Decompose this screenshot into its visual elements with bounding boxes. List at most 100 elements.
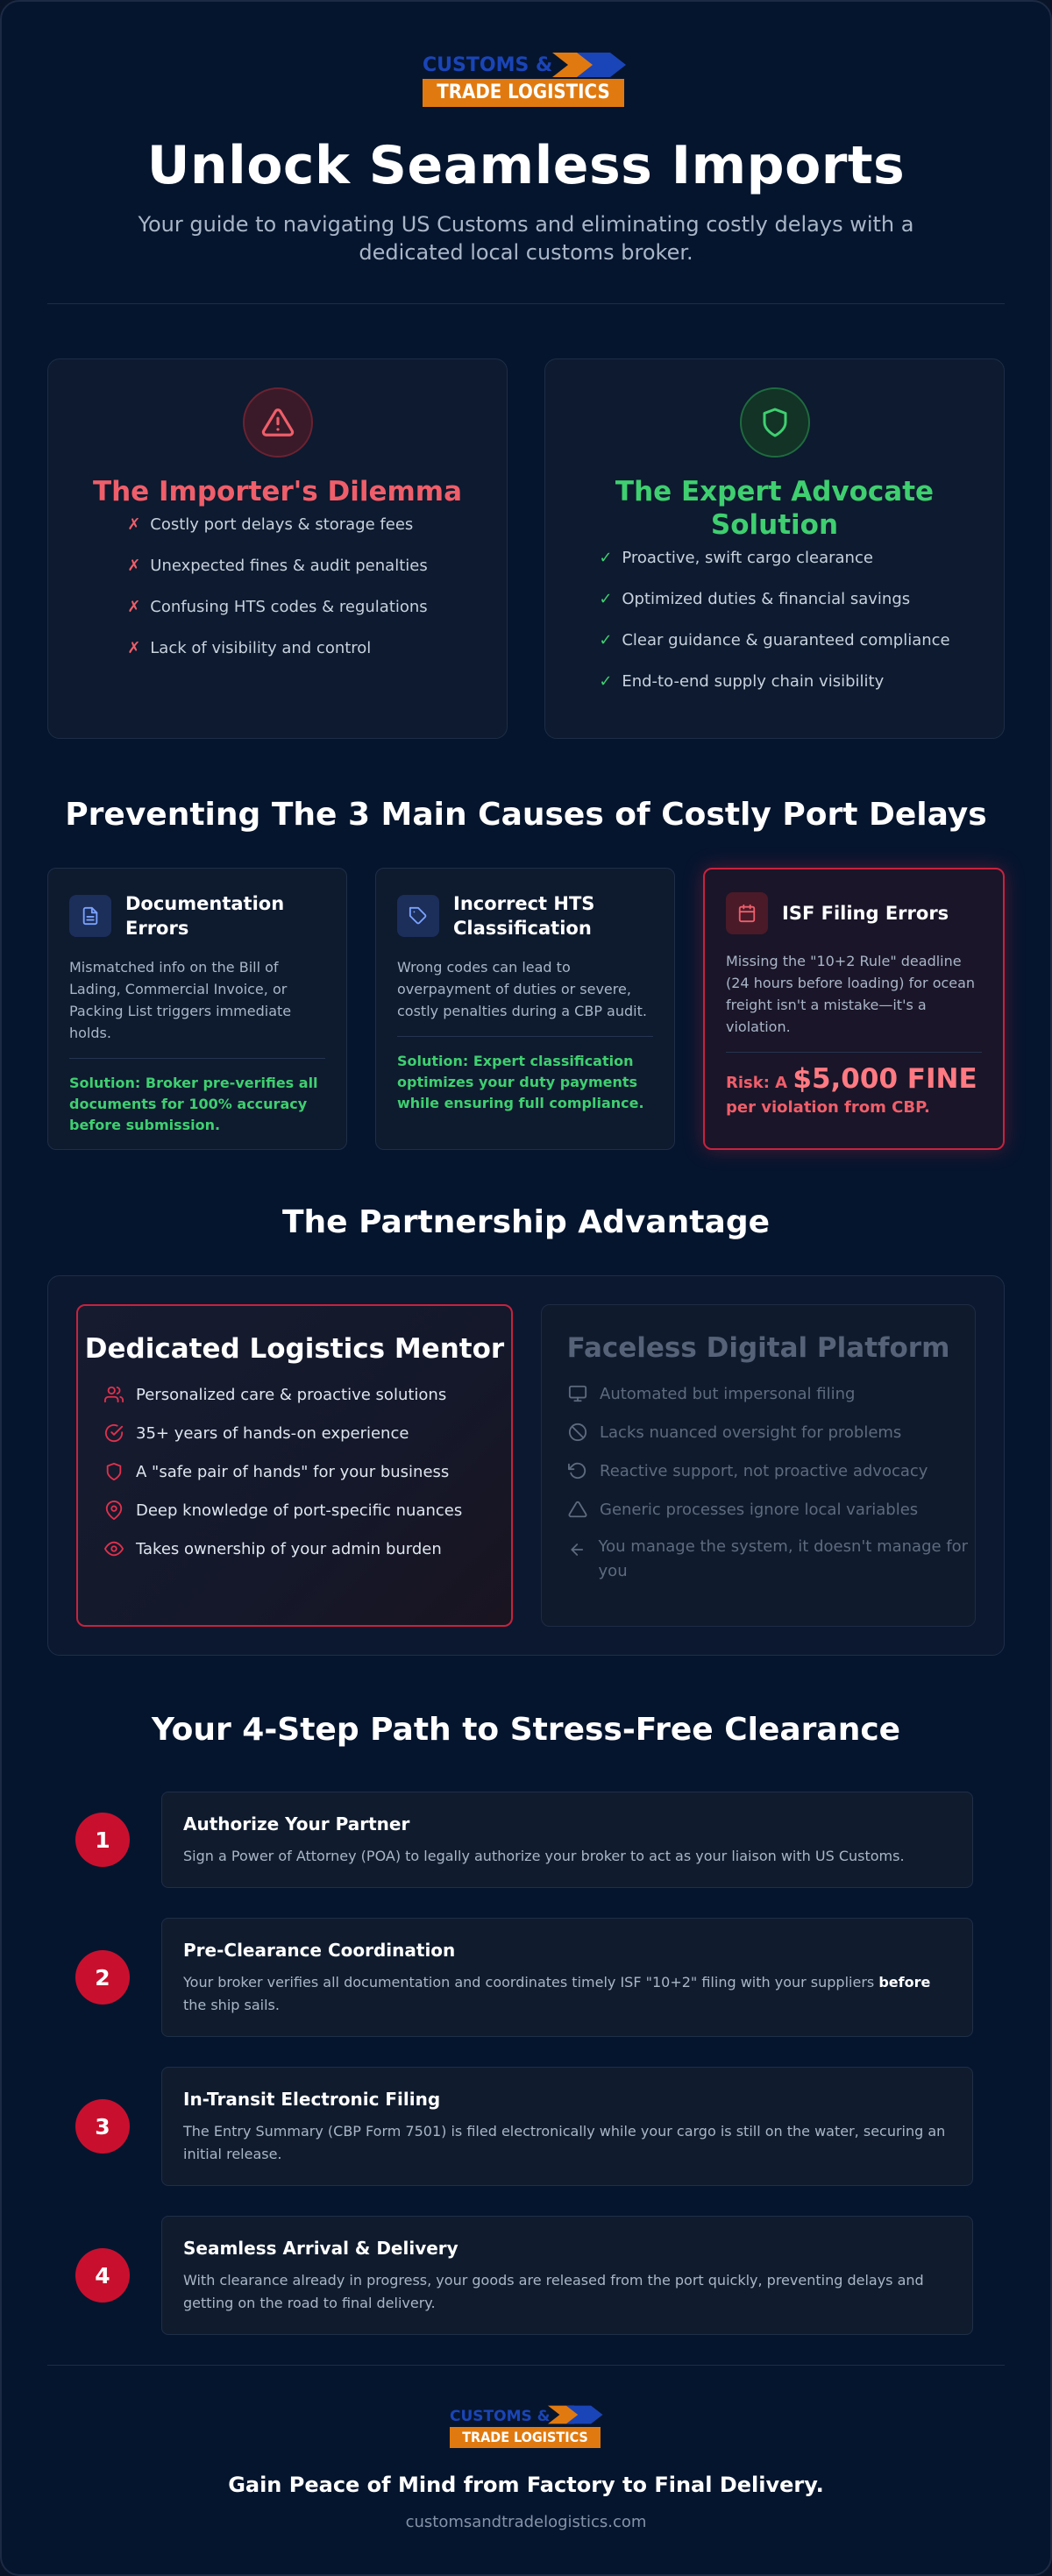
dilemma-card: The Importer's Dilemma ✗Costly port dela… bbox=[47, 358, 508, 739]
list-item: Deep knowledge of port-specific nuances bbox=[104, 1501, 511, 1520]
list-item: ✗Unexpected fines & audit penalties bbox=[127, 557, 428, 575]
monitor-icon bbox=[568, 1385, 587, 1402]
solution-title: The Expert Advocate Solution bbox=[615, 476, 935, 541]
x-icon: ✗ bbox=[127, 557, 141, 575]
cause-name: Incorrect HTS Classification bbox=[453, 893, 595, 939]
badge-check-icon bbox=[104, 1423, 124, 1443]
list-item: ✓Optimized duties & financial savings bbox=[599, 590, 911, 608]
step-number: 4 bbox=[75, 2248, 130, 2303]
cause-card-isf: ISF Filing Errors Missing the "10+2 Rule… bbox=[703, 868, 1005, 1150]
step-title: In-Transit Electronic Filing bbox=[183, 2089, 441, 2110]
step-2: 2 Pre-Clearance Coordination Your broker… bbox=[75, 1918, 973, 2037]
cause-description: Missing the "10+2 Rule" deadline (24 hou… bbox=[726, 953, 976, 1035]
cause-card-documentation: Documentation Errors Mismatched info on … bbox=[47, 868, 347, 1150]
step-card: Pre-Clearance Coordination Your broker v… bbox=[161, 1918, 973, 2037]
fine-amount: $5,000 FINE bbox=[793, 1063, 977, 1095]
solution-card: The Expert Advocate Solution ✓Proactive,… bbox=[544, 358, 1005, 739]
step-number: 1 bbox=[75, 1813, 130, 1867]
cause-name: Documentation Errors bbox=[125, 893, 285, 939]
refresh-icon bbox=[568, 1462, 586, 1480]
step-description: Your broker verifies all documentation a… bbox=[183, 1974, 931, 2013]
steps-title: Your 4-Step Path to Stress-Free Clearanc… bbox=[151, 1712, 901, 1748]
cause-name: ISF Filing Errors bbox=[782, 903, 949, 924]
x-icon: ✗ bbox=[127, 639, 141, 657]
document-icon bbox=[69, 895, 111, 937]
list-item: Generic processes ignore local variables bbox=[568, 1500, 975, 1519]
footer-logo: CUSTOMS & TRADE LOGISTICS bbox=[450, 2404, 603, 2448]
partnership-title: The Partnership Advantage bbox=[281, 1204, 770, 1240]
step-number: 3 bbox=[75, 2099, 130, 2154]
footer-tagline: Gain Peace of Mind from Factory to Final… bbox=[228, 2473, 824, 2497]
check-icon: ✓ bbox=[599, 672, 613, 691]
footer: CUSTOMS & TRADE LOGISTICS Gain Peace of … bbox=[2, 2366, 1050, 2531]
step-description: With clearance already in progress, your… bbox=[183, 2272, 924, 2311]
list-item: ✗Lack of visibility and control bbox=[127, 639, 372, 657]
solution-list: ✓Proactive, swift cargo clearance ✓Optim… bbox=[599, 549, 949, 713]
list-item: Reactive support, not proactive advocacy bbox=[568, 1461, 975, 1480]
step-3: 3 In-Transit Electronic Filing The Entry… bbox=[75, 2067, 973, 2186]
logo-line1: CUSTOMS & bbox=[450, 2408, 551, 2425]
logo-arrows-icon bbox=[552, 53, 626, 77]
mentor-title: Dedicated Logistics Mentor bbox=[84, 1333, 505, 1365]
ban-icon bbox=[568, 1423, 587, 1442]
step-title: Pre-Clearance Coordination bbox=[183, 1940, 456, 1961]
arrow-left-icon bbox=[571, 1543, 584, 1556]
page-subtitle: Your guide to navigating US Customs and … bbox=[138, 212, 914, 265]
causes-section: Documentation Errors Mismatched info on … bbox=[2, 833, 1050, 1150]
step-card: Authorize Your Partner Sign a Power of A… bbox=[161, 1792, 973, 1888]
steps-section: 1 Authorize Your Partner Sign a Power of… bbox=[2, 1748, 1050, 2335]
x-icon: ✗ bbox=[127, 598, 141, 616]
step-title: Authorize Your Partner bbox=[183, 1813, 410, 1834]
list-item: You manage the system, it doesn't manage… bbox=[568, 1535, 975, 1584]
cause-description: Wrong codes can lead to overpayment of d… bbox=[397, 959, 647, 1019]
calendar-icon bbox=[726, 892, 768, 934]
check-icon: ✓ bbox=[599, 549, 613, 567]
list-item: 35+ years of hands-on experience bbox=[104, 1423, 511, 1443]
page-title: Unlock Seamless Imports bbox=[146, 135, 906, 196]
divider bbox=[69, 1058, 325, 1059]
header: CUSTOMS & TRADE LOGISTICS Unlock Seamles… bbox=[2, 2, 1050, 266]
step-number: 2 bbox=[75, 1950, 130, 2005]
partnership-section: Dedicated Logistics Mentor Personalized … bbox=[47, 1275, 1005, 1656]
footer-divider bbox=[47, 2365, 1005, 2366]
alert-triangle-icon bbox=[568, 1501, 587, 1518]
step-4: 4 Seamless Arrival & Delivery With clear… bbox=[75, 2216, 973, 2335]
step-card: In-Transit Electronic Filing The Entry S… bbox=[161, 2067, 973, 2186]
cause-solution: Solution: Broker pre-verifies all docume… bbox=[69, 1075, 318, 1133]
list-item: A "safe pair of hands" for your business bbox=[104, 1462, 511, 1481]
logo-arrows-icon bbox=[548, 2405, 603, 2424]
users-icon bbox=[104, 1386, 124, 1403]
website-link[interactable]: customsandtradelogistics.com bbox=[405, 2513, 647, 2531]
eye-icon bbox=[104, 1541, 124, 1557]
warning-icon bbox=[242, 387, 313, 458]
shield-icon bbox=[106, 1462, 122, 1481]
list-item: Lacks nuanced oversight for problems bbox=[568, 1423, 975, 1442]
divider bbox=[726, 1052, 982, 1053]
list-item: ✗Confusing HTS codes & regulations bbox=[127, 598, 428, 616]
list-item: Personalized care & proactive solutions bbox=[104, 1385, 511, 1404]
step-card: Seamless Arrival & Delivery With clearan… bbox=[161, 2216, 973, 2335]
divider bbox=[397, 1036, 653, 1037]
step-description: The Entry Summary (CBP Form 7501) is fil… bbox=[183, 2123, 946, 2162]
step-title: Seamless Arrival & Delivery bbox=[183, 2238, 458, 2259]
list-item: ✓Clear guidance & guaranteed compliance bbox=[599, 631, 950, 649]
map-pin-icon bbox=[105, 1501, 123, 1520]
logo-line1: CUSTOMS & bbox=[423, 54, 553, 76]
mentor-list: Personalized care & proactive solutions … bbox=[78, 1385, 511, 1558]
header-divider bbox=[47, 303, 1005, 304]
company-logo: CUSTOMS & TRADE LOGISTICS bbox=[423, 49, 629, 109]
list-item: ✓End-to-end supply chain visibility bbox=[599, 672, 885, 691]
cause-description: Mismatched info on the Bill of Lading, C… bbox=[69, 959, 292, 1041]
step-1: 1 Authorize Your Partner Sign a Power of… bbox=[75, 1792, 973, 1888]
mentor-card: Dedicated Logistics Mentor Personalized … bbox=[76, 1304, 513, 1627]
step-description: Sign a Power of Attorney (POA) to legall… bbox=[183, 1848, 905, 1864]
platform-list: Automated but impersonal filing Lacks nu… bbox=[542, 1384, 975, 1584]
tag-icon bbox=[397, 895, 439, 937]
logo-line2: TRADE LOGISTICS bbox=[450, 2427, 601, 2448]
list-item: ✓Proactive, swift cargo clearance bbox=[599, 549, 873, 567]
logo-line2: TRADE LOGISTICS bbox=[423, 79, 624, 107]
platform-card: Faceless Digital Platform Automated but … bbox=[541, 1304, 976, 1627]
list-item: ✗Costly port delays & storage fees bbox=[127, 515, 414, 534]
